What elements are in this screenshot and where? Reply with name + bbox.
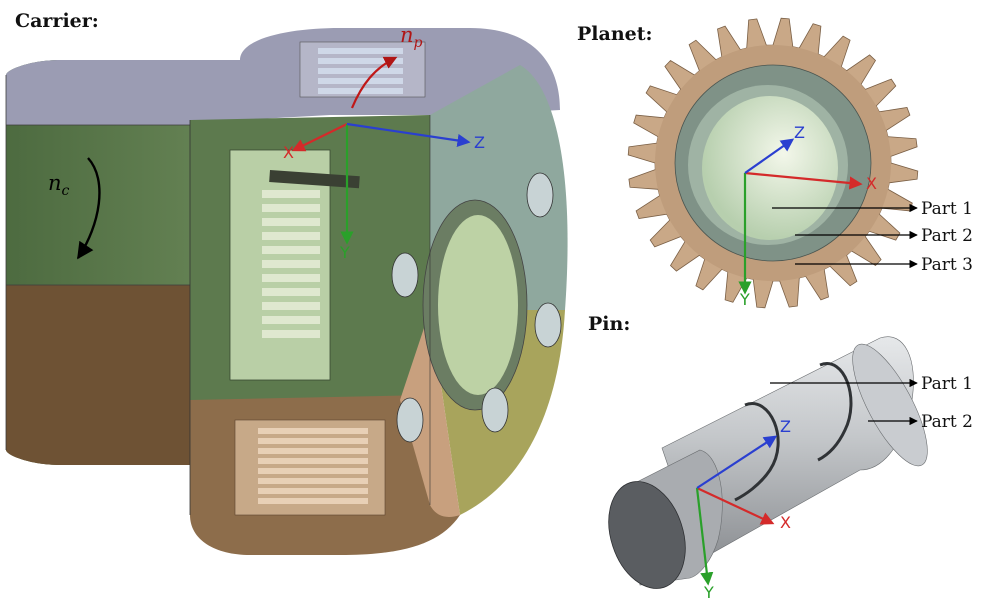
pin-axes: X Y Z	[695, 417, 791, 602]
pin-title: Pin:	[588, 313, 630, 335]
planet-part-1-label: Part 1	[921, 199, 973, 219]
pin-part-2-label: Part 2	[921, 412, 973, 432]
planet-speed-label: np	[400, 23, 423, 51]
planet-z-axis	[744, 138, 795, 174]
carrier-title: Carrier:	[15, 10, 99, 32]
carrier-body	[189, 28, 568, 555]
carrier-speed-symbol: nc	[48, 171, 70, 199]
pin-z-axis	[696, 435, 778, 489]
planet-leaders	[772, 203, 918, 269]
pin-drawing: Pin: X Y Z Part 1 Part 2	[588, 313, 973, 602]
planet-z-label: Z	[794, 123, 805, 142]
planet-axes: X Y Z	[738, 123, 877, 309]
pin-leaders	[770, 378, 918, 426]
carrier-bottom-gear-teeth	[258, 428, 368, 504]
planet-bore	[702, 96, 838, 240]
carrier-x-axis	[291, 123, 348, 152]
pin-x-label: X	[780, 513, 791, 532]
carrier-axes: X Y Z	[283, 122, 485, 262]
planet-y-label: Y	[739, 290, 750, 309]
carrier-side-gear-teeth	[262, 190, 320, 338]
pin-part-1-label: Part 1	[921, 374, 973, 394]
carrier-x-label: X	[283, 143, 294, 162]
carrier-rotation-arrow	[77, 157, 101, 260]
pin-body	[608, 336, 928, 589]
carrier-drawing: nc np X Y Z Carrier:	[5, 10, 568, 555]
pin-x-axis	[696, 487, 775, 525]
planet-rotation-arrow	[350, 56, 398, 109]
planet-drawing: Planet: X Y Z Part 1 Part 2 Part 3	[577, 17, 973, 309]
planet-title: Planet:	[577, 23, 653, 45]
carrier-z-label: Z	[474, 133, 485, 152]
carrier-z-axis	[346, 122, 471, 147]
carrier-speed-subscript: c	[62, 183, 70, 199]
planet-part-2-label: Part 2	[921, 226, 973, 246]
planet-part-3-label: Part 3	[921, 255, 973, 275]
pin-y-axis	[695, 487, 714, 586]
planet-speed-subscript: p	[414, 35, 423, 51]
planet-x-axis	[744, 171, 863, 190]
pin-end-face	[608, 481, 686, 589]
carrier-shaft	[5, 60, 250, 465]
carrier-y-label: Y	[339, 243, 350, 262]
pin-y-label: Y	[703, 583, 714, 601]
planet-x-label: X	[866, 174, 877, 193]
pin-z-label: Z	[780, 417, 791, 436]
